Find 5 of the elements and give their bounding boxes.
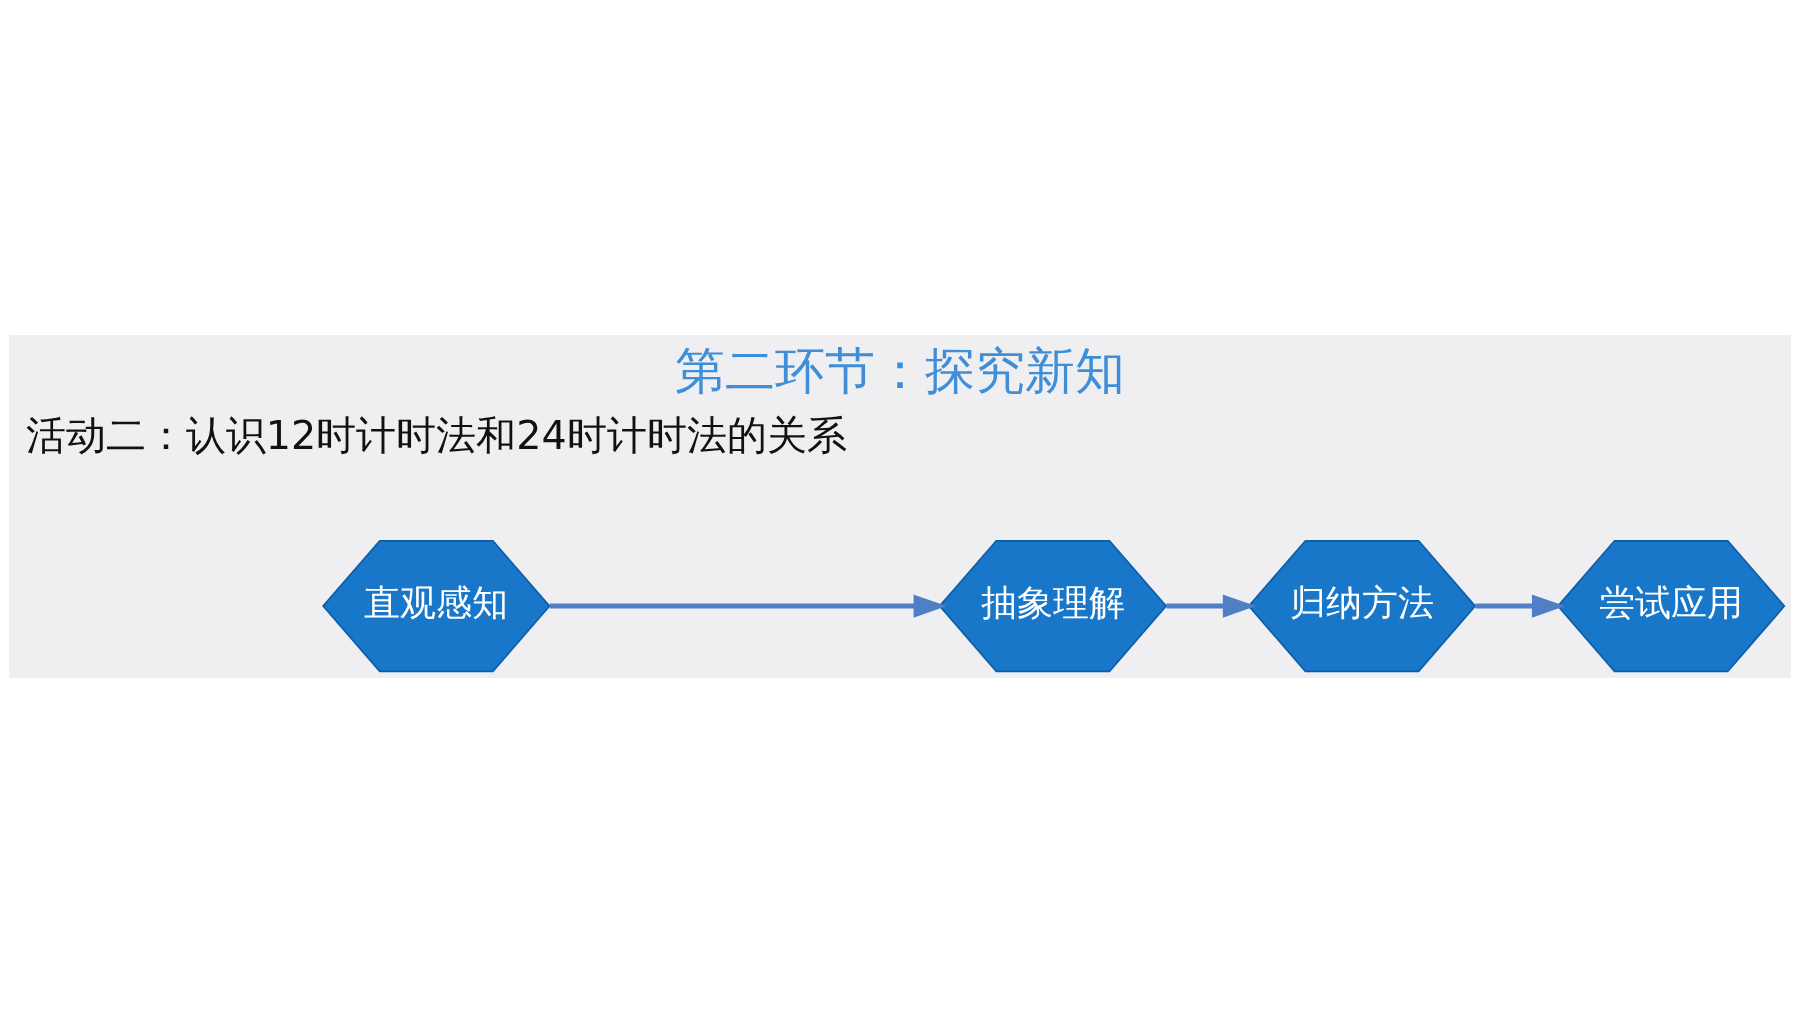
label: 活动二：认识12时计时法和24时计时法的关系 xyxy=(25,411,847,458)
diagram-title: 第二环节：探究新知 xyxy=(675,341,1125,400)
arrow xyxy=(1475,594,1566,618)
arrow xyxy=(1166,594,1256,618)
arrow xyxy=(549,594,947,618)
